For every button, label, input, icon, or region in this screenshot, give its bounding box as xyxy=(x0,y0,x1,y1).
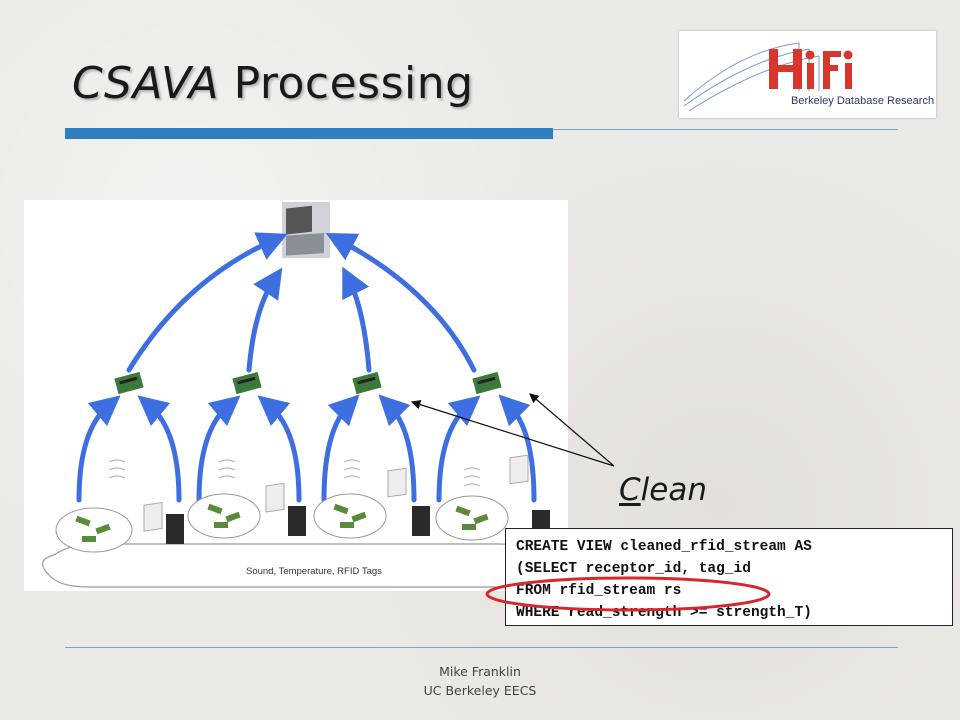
logo-swoosh-line xyxy=(688,55,820,112)
clean-callout-rest: lean xyxy=(640,472,707,508)
logo-f-mid xyxy=(823,65,838,71)
arrow-lower xyxy=(498,394,537,503)
laptop-icon xyxy=(282,202,330,258)
title-italic-part: CSAVA xyxy=(72,58,220,109)
signal-waves-icon xyxy=(218,459,236,479)
logo-swoosh-line xyxy=(683,42,800,102)
sensor-cluster xyxy=(313,467,430,539)
logo-caption: Berkeley Database Research xyxy=(791,95,935,107)
cloud-label: Sound, Temperature, RFID Tags xyxy=(246,566,382,577)
code-line: CREATE VIEW cleaned_rfid_stream AS xyxy=(516,539,812,555)
arrow-top xyxy=(246,267,283,373)
arrow-lower xyxy=(137,395,182,503)
sensor-board-icon xyxy=(352,371,382,395)
arrow-lower xyxy=(378,394,417,503)
code-line: FROM rfid_stream rs xyxy=(516,583,682,599)
sensor-board-icon xyxy=(114,371,144,395)
arrow-top xyxy=(342,266,372,373)
arrow-top xyxy=(325,233,477,373)
arrow-top xyxy=(126,232,288,373)
footer-affiliation: UC Berkeley EECS xyxy=(423,683,537,698)
code-line: (SELECT receptor_id, tag_id xyxy=(516,561,751,577)
signal-waves-icon xyxy=(343,459,361,479)
footer-author: Mike Franklin xyxy=(439,664,521,679)
slide-title: CSAVA Processing xyxy=(72,58,474,109)
arrow-lower xyxy=(321,394,360,503)
logo-i1 xyxy=(807,63,814,89)
sensor-board-icon xyxy=(232,371,262,395)
logo-h-bar xyxy=(769,65,802,72)
hifi-logo: Berkeley Database Research xyxy=(679,31,936,118)
diagram-graphic: Sound, Temperature, RFID Tags xyxy=(42,202,556,588)
title-rule xyxy=(553,129,898,130)
logo-i2 xyxy=(845,63,852,89)
sensor-cluster xyxy=(187,482,306,539)
arrow-lower xyxy=(76,395,121,503)
signal-waves-icon xyxy=(108,459,126,479)
footer: Mike Franklin UC Berkeley EECS xyxy=(380,662,580,700)
hifi-logo-graphic xyxy=(683,42,853,112)
clean-callout-underlined: C xyxy=(619,472,641,508)
csava-diagram: Sound, Temperature, RFID Tags xyxy=(24,200,568,591)
sensor-board-icon xyxy=(472,371,502,395)
clean-callout: Clean xyxy=(619,472,707,508)
sensor-cluster xyxy=(55,502,184,553)
logo-i1-dot xyxy=(805,50,815,60)
logo-i2-dot xyxy=(843,50,853,60)
title-accent-bar xyxy=(65,128,553,139)
title-rest: Processing xyxy=(233,58,474,109)
arrow-lower xyxy=(257,395,302,503)
arrow-lower xyxy=(196,395,241,503)
logo-f-top xyxy=(823,51,841,57)
signal-waves-icon xyxy=(463,467,481,487)
footer-rule xyxy=(65,647,898,648)
highlight-ellipse xyxy=(485,576,771,612)
